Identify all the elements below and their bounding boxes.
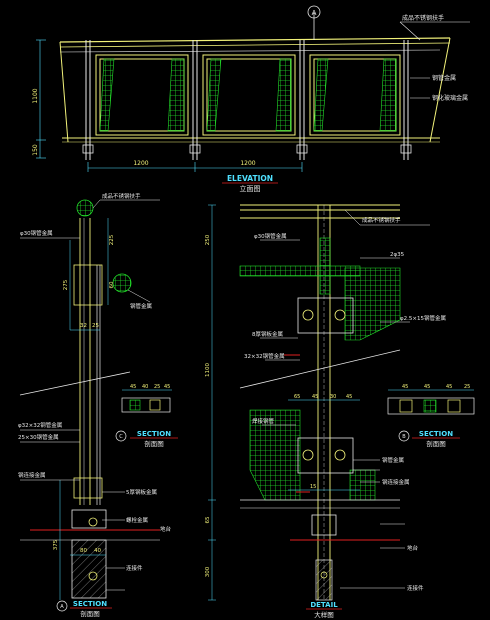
sec-c-dim-1: 45 bbox=[130, 384, 136, 390]
sec-a-dim-5: 25 bbox=[92, 323, 99, 329]
sec-a-label-plate: 25×30钢管金属 bbox=[18, 433, 59, 441]
elev-label-steel: 钢管金属 bbox=[432, 74, 456, 82]
section-c-title: SECTION bbox=[137, 430, 171, 438]
detail-view: 1100 250 65 300 65 45 30 45 15 成品不锈钢扶手 φ… bbox=[205, 204, 446, 619]
detail-label-plate: 32×32钢管金属 bbox=[244, 352, 285, 360]
section-c-title-cn: 剖面图 bbox=[144, 439, 164, 448]
section-a-view: 225 60 275 32 25 375 80 40 成品不锈钢扶手 φ30钢管… bbox=[18, 192, 172, 618]
elevation-title: ELEVATION bbox=[227, 174, 273, 183]
elev-dim-base: 150 bbox=[32, 144, 39, 156]
sec-b-dim-2: 45 bbox=[424, 384, 430, 390]
section-marker-top: A bbox=[312, 9, 317, 17]
sec-a-label-bolt: 螺栓金属 bbox=[126, 516, 148, 524]
elev-dim-right: 1200 bbox=[240, 160, 255, 167]
marker-c: C bbox=[119, 434, 123, 440]
section-b-title: SECTION bbox=[419, 430, 453, 438]
detail-label-steel: 钢管金属 bbox=[382, 456, 404, 464]
elevation-view: A 1200 1200 1100 150 成品不锈钢扶手 钢管金属 钢化玻璃金属… bbox=[32, 5, 470, 193]
sec-a-dim-1: 225 bbox=[109, 234, 115, 245]
detail-label-weld: 焊接钢管 bbox=[252, 417, 275, 425]
sec-a-dim-6: 375 bbox=[53, 539, 59, 550]
detail-title-cn: 大样图 bbox=[314, 610, 334, 619]
sec-a-dim-3: 275 bbox=[63, 279, 69, 290]
sec-b-dim-4: 25 bbox=[464, 384, 470, 390]
detail-title: DETAIL bbox=[310, 601, 338, 609]
sec-a-label-glass: 连接件 bbox=[126, 564, 143, 572]
sec-c-dim-2: 40 bbox=[142, 384, 148, 390]
elev-label-handrail: 成品不锈钢扶手 bbox=[402, 14, 444, 22]
sec-b-dim-3: 45 bbox=[446, 384, 452, 390]
sec-a-dim-7: 80 bbox=[80, 548, 87, 554]
section-c-view: 45 40 25 45 C SECTION 剖面图 bbox=[115, 384, 178, 448]
detail-dim-c: 30 bbox=[330, 394, 336, 400]
detail-dim-base: 65 bbox=[205, 516, 211, 523]
detail-label-handrail: 成品不锈钢扶手 bbox=[362, 216, 401, 224]
sec-a-label-flat: φ32×32钢管金属 bbox=[18, 421, 62, 429]
section-b-view: 45 45 45 25 B SECTION 剖面图 bbox=[387, 384, 475, 448]
detail-label-floor: 地台 bbox=[407, 544, 419, 552]
detail-label-tube: φ30钢管金属 bbox=[254, 232, 287, 240]
elevation-title-cn: 立面图 bbox=[240, 184, 261, 193]
detail-dim-mid: 45 bbox=[346, 394, 352, 400]
marker-b: B bbox=[402, 434, 406, 440]
sec-c-dim-3: 25 bbox=[154, 384, 160, 390]
detail-dim-b: 45 bbox=[312, 394, 318, 400]
sec-a-label-mid: 钢管金属 bbox=[130, 302, 152, 310]
detail-dim-side: 15 bbox=[310, 484, 316, 490]
marker-a: A bbox=[60, 604, 64, 610]
sec-a-dim-2: 60 bbox=[109, 281, 115, 288]
detail-label-base: 钢连接金属 bbox=[382, 478, 410, 486]
sec-a-dim-4: 32 bbox=[80, 323, 87, 329]
detail-dim-bottom: 300 bbox=[205, 566, 211, 577]
sec-a-dim-8: 40 bbox=[94, 548, 101, 554]
elev-dim-height: 1100 bbox=[32, 88, 39, 103]
elev-label-glass: 钢化玻璃金属 bbox=[432, 94, 468, 102]
sec-a-label-anchor: 地台 bbox=[160, 525, 172, 533]
detail-dim-total: 1100 bbox=[205, 363, 211, 377]
sec-a-label-tube: φ30钢管金属 bbox=[20, 229, 53, 237]
section-a-title-cn: 剖面图 bbox=[80, 609, 100, 618]
sec-a-label-base: 5厚钢板金属 bbox=[126, 488, 157, 496]
sec-a-label-handrail: 成品不锈钢扶手 bbox=[102, 192, 141, 200]
detail-dim-a: 65 bbox=[294, 394, 300, 400]
sec-b-dim-1: 45 bbox=[402, 384, 408, 390]
detail-label-anchor: 连接件 bbox=[407, 584, 424, 592]
detail-label-glass: φ2.5×15钢管金属 bbox=[400, 314, 446, 322]
sec-c-dim-4: 45 bbox=[164, 384, 170, 390]
detail-dim-top: 250 bbox=[205, 234, 211, 245]
elev-dim-left: 1200 bbox=[133, 160, 148, 167]
detail-label-clamp: 2φ35 bbox=[390, 252, 405, 258]
section-b-title-cn: 剖面图 bbox=[426, 439, 446, 448]
section-a-title: SECTION bbox=[73, 600, 107, 608]
detail-label-bolt: 8厚钢板金属 bbox=[252, 330, 283, 338]
sec-a-label-joint: 钢连接金属 bbox=[18, 471, 46, 479]
